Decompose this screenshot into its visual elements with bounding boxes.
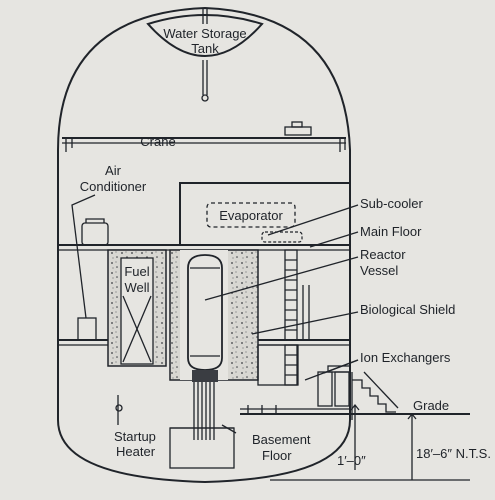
exterior-stair <box>351 372 396 420</box>
label-dimension-18ft: 18′–6″ N.T.S. <box>416 446 491 461</box>
label-sub-cooler: Sub-cooler <box>360 196 424 211</box>
fuel-well <box>120 257 154 365</box>
label-ion-exchangers: Ion Exchangers <box>360 350 451 365</box>
label-crane: Crane <box>140 134 175 149</box>
crane-trolley <box>284 126 312 136</box>
reactor-vessel <box>187 254 223 371</box>
stair-tower <box>284 249 298 341</box>
label-air-conditioner-line2: Conditioner <box>80 179 147 194</box>
evaporator <box>206 202 296 228</box>
label-basement-floor-line1: Basement <box>252 432 311 447</box>
label-dimension-1ft: 1′–0″ <box>337 453 366 468</box>
label-startup-heater-line2: Heater <box>116 444 156 459</box>
air-conditioner-base-unit <box>77 317 97 341</box>
label-main-floor: Main Floor <box>360 224 422 239</box>
label-basement-floor-line2: Floor <box>262 448 292 463</box>
containment-shell <box>57 6 351 484</box>
label-air-conditioner-line1: Air <box>105 163 122 178</box>
label-biological-shield: Biological Shield <box>360 302 455 317</box>
label-grade: Grade <box>413 398 449 413</box>
label-water-storage-tank-line1: Water Storage <box>163 26 246 41</box>
evaporator-enclosure <box>179 182 350 245</box>
water-storage-tank <box>146 14 264 57</box>
label-reactor-vessel-line1: Reactor <box>360 247 406 262</box>
control-rod-drives <box>192 370 218 440</box>
air-conditioner <box>81 222 109 246</box>
sub-cooler-unit <box>261 231 303 243</box>
label-evaporator: Evaporator <box>219 208 283 223</box>
label-water-storage-tank-line2: Tank <box>191 41 219 56</box>
label-reactor-vessel-line2: Vessel <box>360 263 398 278</box>
startup-heater <box>115 404 123 412</box>
ion-exchangers <box>317 365 351 407</box>
label-startup-heater-line1: Startup <box>114 429 156 444</box>
label-fuel-well-line1: Fuel <box>124 264 149 279</box>
label-fuel-well-line2: Well <box>124 280 149 295</box>
